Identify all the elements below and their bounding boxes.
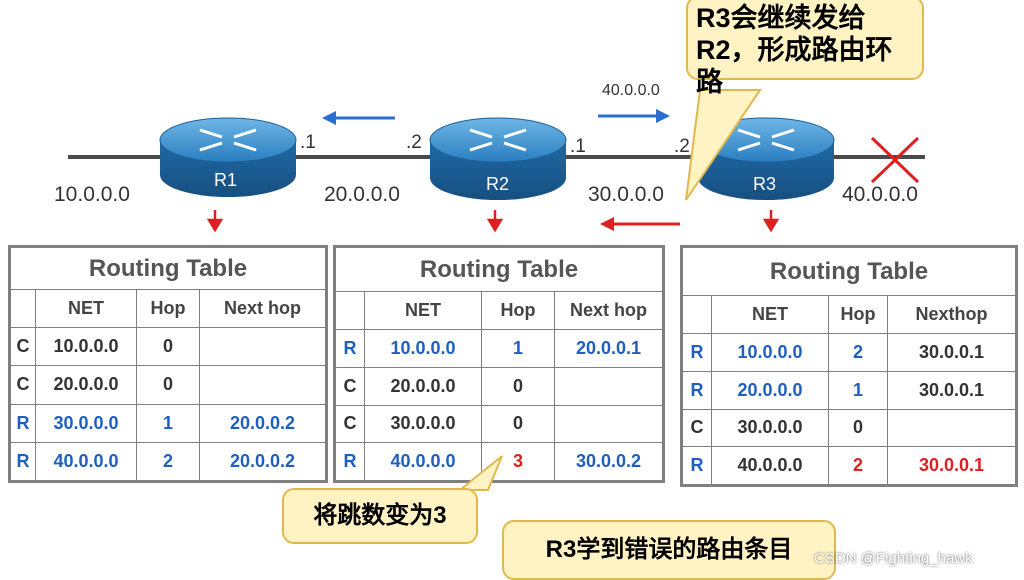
table-row: R 30.0.0.0 1 20.0.0.2 [10, 403, 326, 443]
red-arrow-left-icon [600, 217, 680, 231]
network-label: 20.0.0.0 [324, 183, 400, 206]
table-row: R 10.0.0.0 1 20.0.0.1 [335, 329, 663, 368]
callout-wrong-route: R3学到错误的路由条目 [502, 520, 836, 580]
network-label-top: 40.0.0.0 [602, 82, 660, 99]
callout-pointer [457, 455, 503, 491]
column-header: NET [711, 295, 829, 334]
table-row: C 20.0.0.0 0 [10, 365, 326, 405]
table-row: R 40.0.0.0 3 30.0.0.2 [335, 442, 663, 481]
router-label-r3: R3 [753, 174, 777, 194]
watermark: CSDN @Fighting_hawk [814, 550, 973, 567]
table-row: C 20.0.0.0 0 [335, 366, 663, 406]
routing-table-r2: Routing Table NET Hop Next hop R 10.0.0.… [333, 245, 665, 483]
callout-pointer [685, 89, 762, 201]
network-label: 40.0.0.0 [842, 183, 918, 206]
column-header: Hop [828, 295, 888, 334]
routing-table-r3: Routing Table NET Hop Nexthop R 10.0.0.0… [680, 245, 1018, 487]
router-label-r2: R2 [486, 174, 510, 194]
blue-arrow-right-icon [598, 109, 670, 123]
network-label: 10.0.0.0 [54, 183, 130, 206]
table-title: Routing Table [335, 247, 663, 292]
table-row: R 40.0.0.0 2 20.0.0.2 [10, 441, 326, 482]
column-header: Next hop [199, 289, 326, 328]
table-title: Routing Table [10, 247, 326, 290]
table-row: R 40.0.0.0 2 30.0.0.1 [682, 446, 1016, 485]
callout-routing-loop: R3会继续发给R2，形成路由环路 [686, 0, 924, 97]
callout-hop-changed: 将跳数变为3 [282, 488, 478, 544]
blue-arrow-left-icon [322, 111, 395, 125]
table-row: R 20.0.0.0 1 30.0.0.1 [682, 370, 1016, 410]
routing-table-r1: Routing Table NET Hop Next hop C 10.0.0.… [8, 245, 328, 483]
interface-label: .1 [570, 136, 586, 157]
router-label-r1: R1 [214, 170, 238, 190]
table-row: C 30.0.0.0 0 [682, 408, 1016, 448]
red-down-arrow-icon [206, 210, 780, 233]
interface-label: .1 [300, 132, 316, 153]
network-label: 30.0.0.0 [588, 183, 664, 206]
router-r2 [429, 117, 567, 200]
column-header: Hop [136, 289, 200, 328]
column-header: Hop [481, 291, 555, 330]
column-header: Next hop [554, 291, 663, 330]
table-row: C 30.0.0.0 0 [335, 404, 663, 444]
link-down-x-icon [870, 136, 920, 184]
interface-label: .2 [406, 132, 422, 153]
column-header: NET [35, 289, 137, 328]
table-title: Routing Table [682, 247, 1016, 296]
column-header: NET [364, 291, 482, 330]
interface-label: .2 [674, 136, 690, 157]
table-row: C 10.0.0.0 0 [10, 326, 326, 367]
router-r1 [159, 117, 297, 197]
column-header: Nexthop [887, 295, 1016, 334]
table-row: R 10.0.0.0 2 30.0.0.1 [682, 333, 1016, 372]
network-diagram [68, 109, 925, 233]
